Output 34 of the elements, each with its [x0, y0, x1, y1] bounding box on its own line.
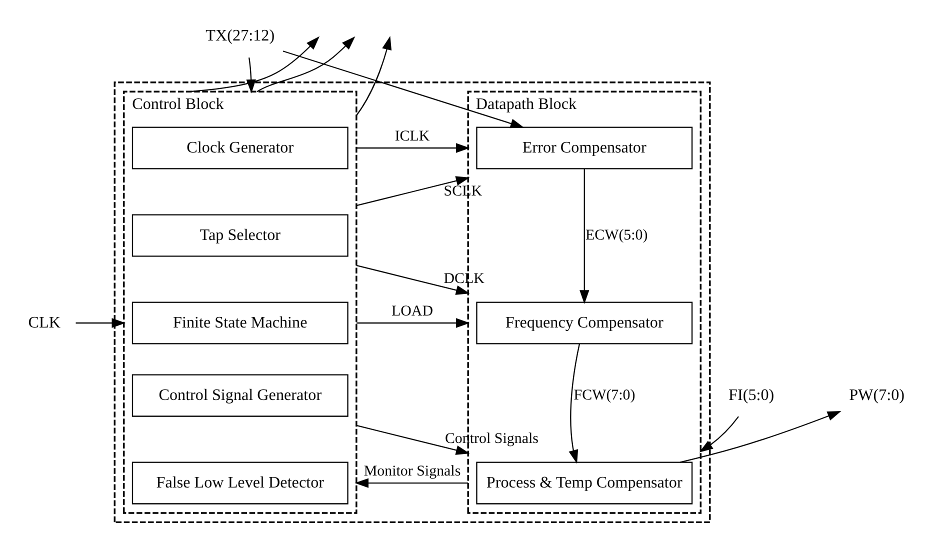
- node-box: Error Compensator: [476, 126, 693, 170]
- arrow: [356, 424, 470, 455]
- edge-label: ECW(5:0): [585, 227, 648, 244]
- arrow: [356, 318, 470, 328]
- arrow: [76, 318, 126, 328]
- node-text: PW(7:0): [849, 386, 905, 404]
- node-box: Clock Generator: [132, 126, 348, 170]
- edge-label: FCW(7:0): [574, 387, 636, 404]
- node-box: Process & Temp Compensator: [476, 462, 693, 504]
- arrow: [356, 176, 470, 206]
- arrow: [356, 36, 392, 116]
- node-box: False Low Level Detector: [132, 462, 348, 504]
- cluster: [114, 82, 711, 524]
- edge-label: Monitor Signals: [364, 463, 461, 480]
- node-box: Control Signal Generator: [132, 374, 348, 417]
- arrow: [680, 411, 842, 463]
- edge-label: LOAD: [392, 303, 434, 320]
- arrow: [354, 478, 468, 488]
- edge-label: ICLK: [394, 128, 430, 144]
- node-box: Tap Selector: [132, 214, 348, 257]
- node-box: Frequency Compensator: [476, 302, 693, 344]
- arrow: [282, 50, 524, 128]
- arrow: [356, 143, 470, 153]
- arrow: [699, 416, 739, 452]
- edge-label: SCLK: [444, 184, 482, 200]
- arrow: [580, 168, 590, 304]
- edge-label: Control Signals: [444, 431, 538, 448]
- node-text: TX(27:12): [206, 28, 275, 45]
- edge-label: DCLK: [444, 271, 484, 288]
- node-box: Finite State Machine: [132, 302, 348, 344]
- arrow: [568, 344, 580, 464]
- node-text: FI(5:0): [728, 386, 774, 404]
- node-text: CLK: [28, 314, 61, 332]
- arrow: [356, 264, 470, 295]
